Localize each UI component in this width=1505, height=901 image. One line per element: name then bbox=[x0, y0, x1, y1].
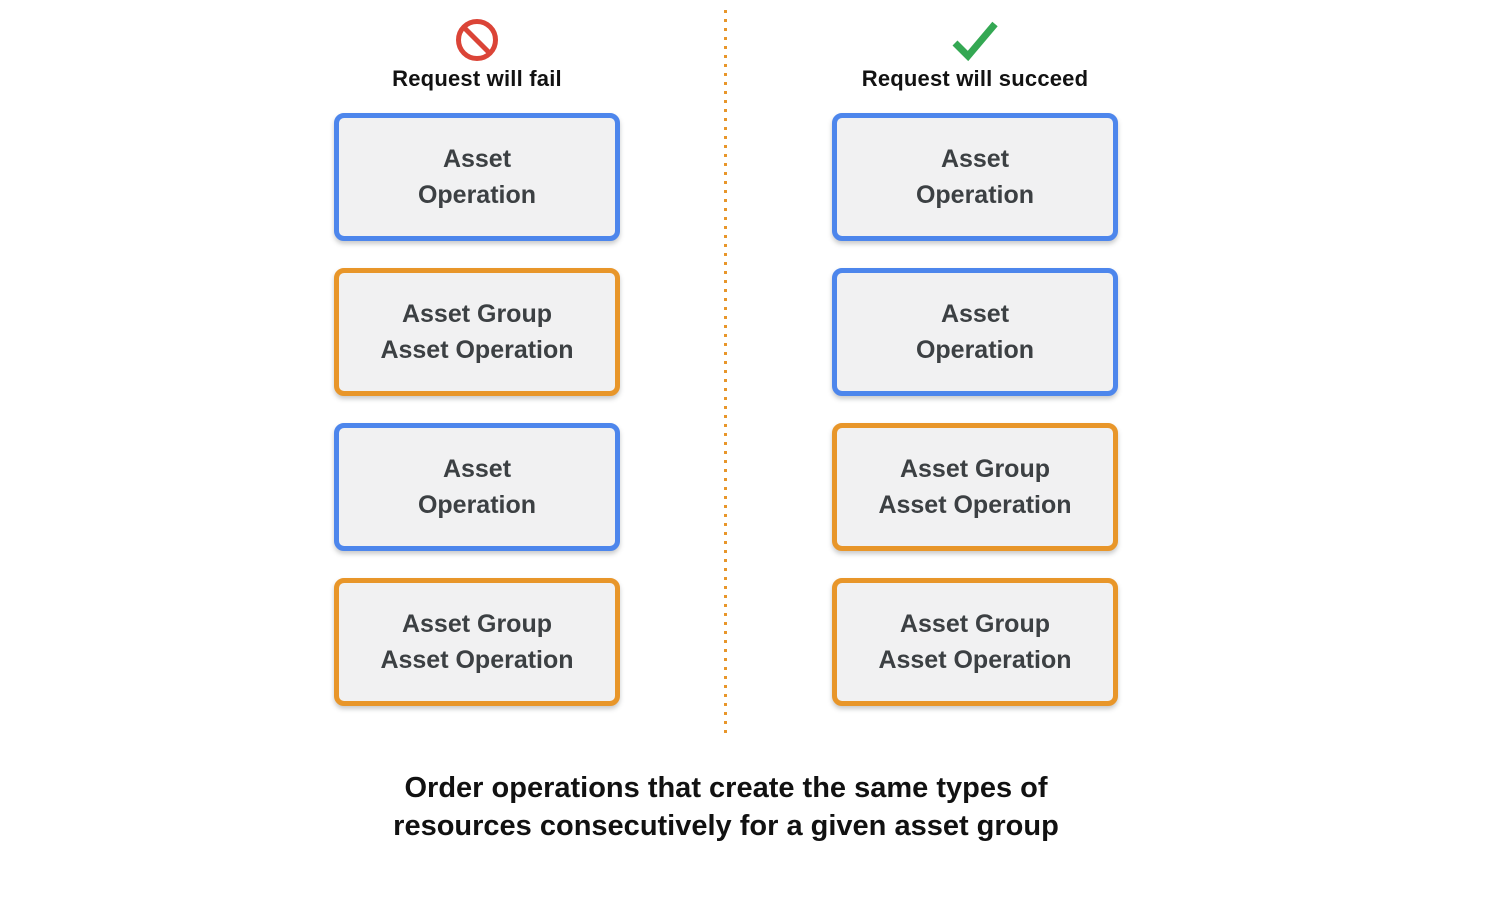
operation-box: Asset Operation bbox=[832, 113, 1118, 241]
succeed-column-title: Request will succeed bbox=[861, 66, 1089, 91]
dotted-divider bbox=[724, 10, 727, 737]
diagram-caption: Order operations that create the same ty… bbox=[393, 772, 1059, 842]
operation-box: Asset Group Asset Operation bbox=[832, 423, 1118, 551]
succeed-column-header: Request will succeed bbox=[830, 16, 1120, 92]
operation-box: Asset Group Asset Operation bbox=[832, 578, 1118, 706]
fail-column-title: Request will fail bbox=[392, 66, 562, 91]
operation-box: Asset Group Asset Operation bbox=[334, 578, 620, 706]
operation-box: Asset Operation bbox=[334, 423, 620, 551]
operation-box: Asset Operation bbox=[832, 268, 1118, 396]
operation-box: Asset Group Asset Operation bbox=[334, 268, 620, 396]
fail-column-boxes: Asset Operation Asset Group Asset Operat… bbox=[332, 113, 622, 706]
operation-box: Asset Operation bbox=[334, 113, 620, 241]
succeed-column: Request will succeed Asset Operation Ass… bbox=[830, 0, 1120, 760]
fail-column: Request will fail Asset Operation Asset … bbox=[332, 0, 622, 760]
prohibition-icon bbox=[456, 19, 498, 61]
checkmark-icon bbox=[952, 21, 998, 62]
succeed-column-boxes: Asset Operation Asset Operation Asset Gr… bbox=[830, 113, 1120, 706]
fail-column-header: Request will fail bbox=[332, 16, 622, 92]
